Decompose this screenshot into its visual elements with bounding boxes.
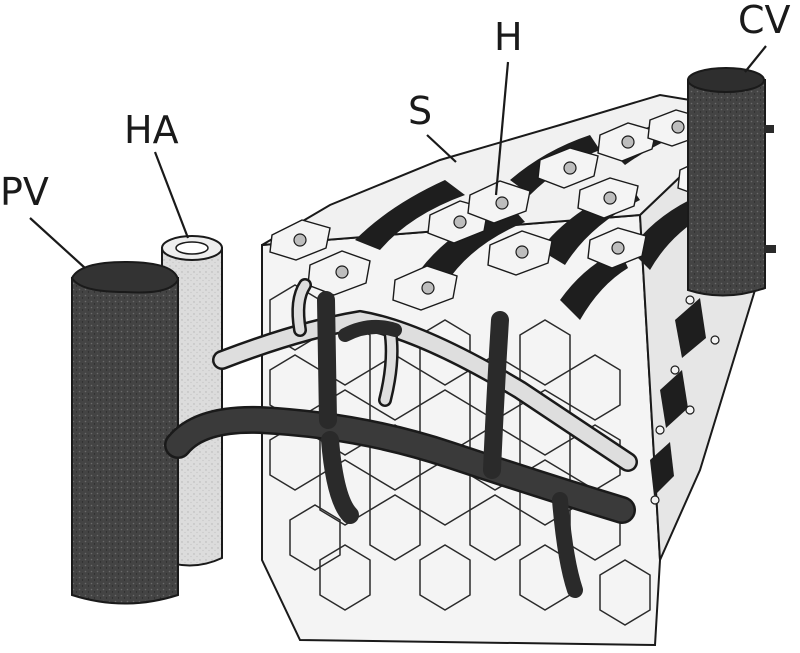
vein-branch — [317, 291, 337, 429]
h-leader-line — [494, 61, 510, 196]
cv-label: CV — [738, 0, 791, 42]
vein-branch — [166, 408, 634, 522]
s-leader-line — [426, 134, 457, 163]
label-ha: HA — [124, 108, 190, 239]
pv-leader-line — [29, 217, 86, 269]
central-vein — [687, 67, 776, 297]
vein-branch — [552, 492, 583, 598]
label-pv: PV — [0, 170, 86, 269]
pv-label: PV — [0, 170, 49, 214]
cv-leader-line — [744, 45, 767, 73]
label-h: H — [494, 15, 523, 196]
artery-branch — [293, 280, 310, 335]
vein-branch — [483, 311, 509, 479]
ha-label: HA — [124, 108, 179, 152]
label-cv: CV — [738, 0, 791, 73]
vein-branch — [321, 431, 359, 524]
h-label: H — [494, 15, 523, 59]
label-s: S — [408, 89, 457, 163]
ha-leader-line — [153, 151, 190, 239]
portal-vein — [70, 260, 636, 605]
tissue-top-surface — [261, 93, 753, 320]
vein-branch — [338, 319, 402, 342]
s-label: S — [408, 89, 432, 133]
